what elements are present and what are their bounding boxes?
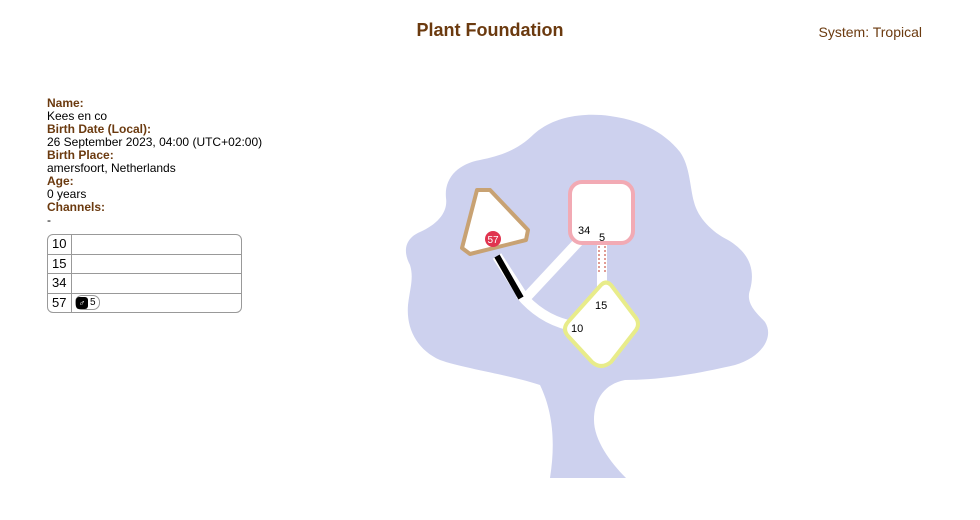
gate-number: 34: [48, 274, 72, 293]
gate-number: 15: [48, 254, 72, 273]
table-row: 57 ♂ 5: [48, 293, 241, 313]
table-row: 15: [48, 254, 241, 274]
age-value: 0 years: [47, 187, 87, 201]
square-center: [568, 180, 635, 245]
gate-10-label: 10: [571, 323, 583, 335]
gate-15-label: 15: [595, 300, 607, 312]
table-row: 34: [48, 274, 241, 294]
triangle-center: [460, 188, 530, 256]
mars-icon: ♂: [76, 296, 88, 309]
gate-34-label: 34: [578, 225, 590, 237]
birth-place-value: amersfoort, Netherlands: [47, 161, 176, 175]
birth-place-label: Birth Place:: [47, 148, 114, 162]
gates-table: 10 15 34 57 ♂ 5: [47, 234, 242, 313]
gate-57-circle: [485, 231, 501, 247]
birth-date-value: 26 September 2023, 04:00 (UTC+02:00): [47, 135, 263, 149]
diamond-center: [563, 280, 640, 368]
gate-57-label: 57: [487, 235, 499, 246]
gate-number: 57: [48, 293, 72, 312]
name-label: Name:: [47, 96, 84, 110]
planet-value: 5: [90, 297, 96, 309]
channels-value: -: [47, 213, 51, 227]
page-title: Plant Foundation: [416, 20, 564, 40]
gate-5-label: 5: [599, 232, 605, 244]
channel-34-57-defined: [494, 254, 524, 300]
gate-planets: ♂ 5: [72, 294, 241, 313]
birth-date-label: Birth Date (Local):: [47, 122, 152, 136]
age-label: Age:: [47, 174, 74, 188]
table-row: 10: [48, 235, 241, 255]
channels-label: Channels:: [47, 200, 106, 214]
channel-square-to-diamond: [520, 236, 584, 304]
gate-number: 10: [48, 235, 72, 254]
name-value: Kees en co: [47, 109, 108, 123]
system-label: System: Tropical: [818, 24, 922, 40]
info-panel: Name: Kees en co Birth Date (Local): 26 …: [47, 97, 262, 227]
planet-badge: ♂ 5: [75, 295, 100, 311]
tree-silhouette: [405, 114, 769, 479]
